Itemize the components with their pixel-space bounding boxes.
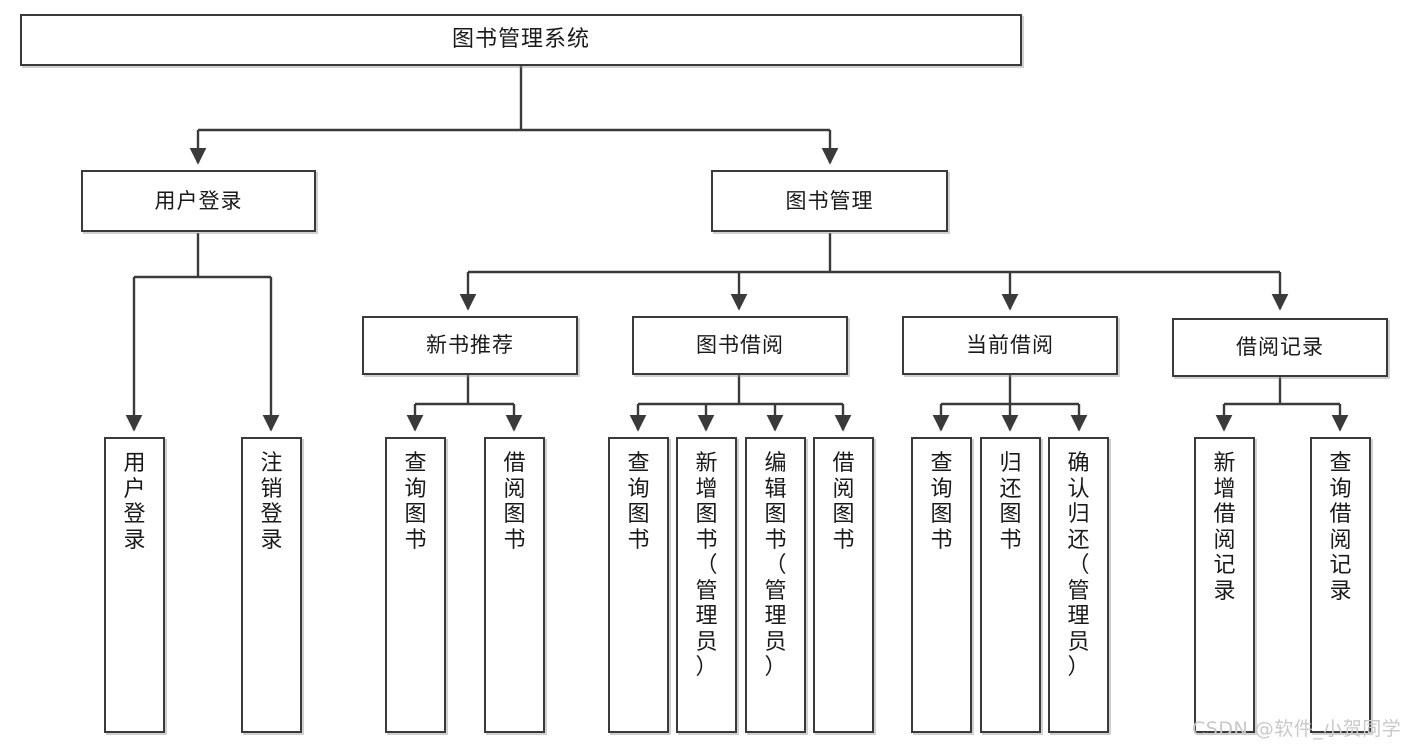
node-new-book-recommend[interactable]: 新书推荐 — [362, 316, 578, 375]
node-label: 注 销 登 录 — [260, 451, 283, 553]
node-leaf-borrow-book-new[interactable]: 借 阅 图 书 — [484, 437, 545, 733]
node-label: 查 询 图 书 — [930, 451, 953, 553]
node-label: 用 户 登 录 — [123, 451, 146, 553]
node-leaf-query-book-current[interactable]: 查 询 图 书 — [911, 437, 972, 733]
node-user-login[interactable]: 用户登录 — [81, 170, 316, 232]
node-label: 查 询 图 书 — [404, 451, 427, 553]
node-label: 编 辑 图 书 （ 管 理 员 ） — [764, 451, 787, 681]
node-label: 借 阅 图 书 — [503, 451, 526, 553]
node-label: 用户登录 — [154, 188, 243, 213]
node-label: 新书推荐 — [426, 333, 514, 358]
node-label: 归 还 图 书 — [999, 451, 1022, 553]
node-leaf-logout[interactable]: 注 销 登 录 — [241, 437, 302, 733]
node-label: 新 增 图 书 （ 管 理 员 ） — [695, 451, 718, 681]
node-label: 借 阅 图 书 — [832, 451, 855, 553]
node-label: 图书借阅 — [696, 333, 784, 358]
node-leaf-add-borrow-record[interactable]: 新 增 借 阅 记 录 — [1194, 437, 1255, 733]
csdn-watermark: CSDN @软件_小贺同学 — [1192, 718, 1402, 740]
node-leaf-confirm-return-admin[interactable]: 确 认 归 还 （ 管 理 员 ） — [1048, 437, 1109, 733]
node-label: 查 询 图 书 — [627, 451, 650, 553]
node-label: 借阅记录 — [1236, 335, 1324, 360]
node-leaf-edit-book-admin[interactable]: 编 辑 图 书 （ 管 理 员 ） — [745, 437, 806, 733]
node-label: 查 询 借 阅 记 录 — [1329, 451, 1352, 604]
node-leaf-return-book[interactable]: 归 还 图 书 — [980, 437, 1041, 733]
node-leaf-user-login[interactable]: 用 户 登 录 — [104, 437, 165, 733]
node-leaf-query-book-borrow[interactable]: 查 询 图 书 — [608, 437, 669, 733]
node-borrow-record[interactable]: 借阅记录 — [1172, 318, 1388, 377]
node-label: 确 认 归 还 （ 管 理 员 ） — [1067, 451, 1090, 681]
node-leaf-add-book-admin[interactable]: 新 增 图 书 （ 管 理 员 ） — [676, 437, 737, 733]
node-book-management-system[interactable]: 图书管理系统 — [20, 14, 1022, 66]
node-label: 新 增 借 阅 记 录 — [1213, 451, 1236, 604]
node-leaf-query-book-new[interactable]: 查 询 图 书 — [385, 437, 446, 733]
node-book-manage[interactable]: 图书管理 — [711, 170, 948, 232]
node-leaf-borrow-book-borrow[interactable]: 借 阅 图 书 — [813, 437, 874, 733]
node-label: 图书管理系统 — [451, 27, 590, 53]
node-leaf-query-borrow-record[interactable]: 查 询 借 阅 记 录 — [1310, 437, 1371, 733]
node-label: 当前借阅 — [966, 333, 1054, 358]
node-current-borrow[interactable]: 当前借阅 — [902, 316, 1118, 375]
node-label: 图书管理 — [785, 188, 874, 213]
node-book-borrow[interactable]: 图书借阅 — [632, 316, 848, 375]
